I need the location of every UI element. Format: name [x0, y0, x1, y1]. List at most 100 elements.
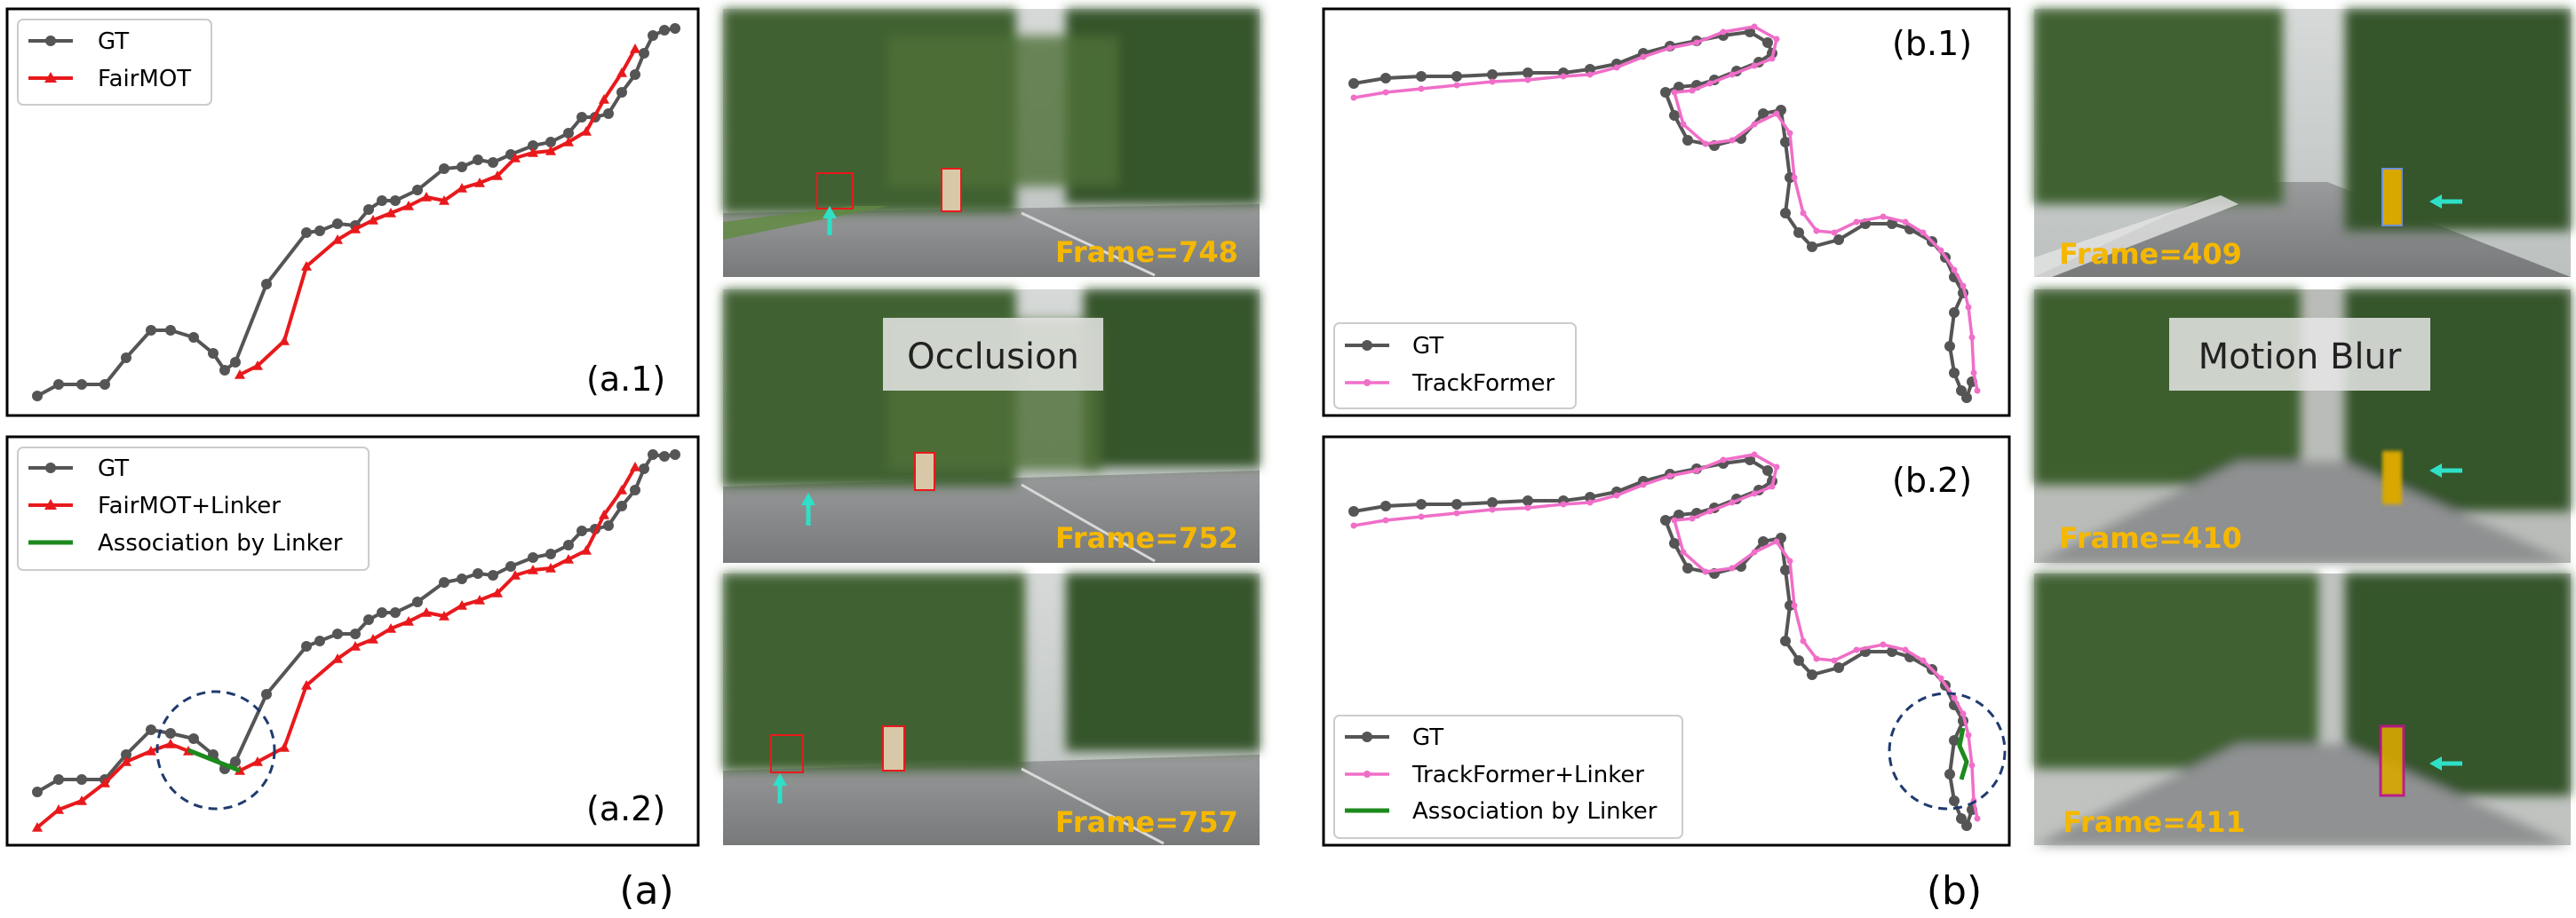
- trajectory-point: [528, 565, 538, 574]
- b2-legend-association: Association by Linker: [1412, 798, 1658, 825]
- trajectory-point: [1949, 307, 1960, 318]
- trajectory-point: [670, 449, 680, 460]
- trajectory-point: [545, 549, 556, 559]
- trajectory-point: [1729, 565, 1736, 572]
- trajectory-point: [599, 94, 609, 104]
- trajectory-point: [1382, 89, 1389, 96]
- trajectory-point: [76, 774, 87, 785]
- trajectory-point: [230, 357, 241, 368]
- trajectory-point: [1831, 657, 1838, 664]
- trajectory-point: [350, 629, 361, 639]
- trajectory-point: [1949, 795, 1960, 806]
- trajectory-point: [301, 261, 312, 271]
- trajectory-point: [603, 108, 614, 119]
- trajectory-point: [301, 680, 312, 690]
- trajectory-point: [1487, 497, 1498, 508]
- trajectory-point: [412, 185, 423, 195]
- trajectory-point: [1751, 549, 1758, 556]
- trajectory-point: [1786, 130, 1793, 137]
- trajectory-point: [603, 520, 614, 531]
- trajectory-point: [1489, 506, 1496, 513]
- trajectory-point: [1780, 636, 1791, 646]
- trajectory-point: [528, 147, 538, 157]
- trajectory-point: [261, 279, 272, 289]
- a1-legend-fairmot: FairMOT: [98, 66, 191, 92]
- trajectory-point: [1974, 387, 1981, 394]
- b1-legend-trackformer: TrackFormer: [1411, 370, 1555, 397]
- trajectory-point: [1751, 62, 1758, 69]
- trajectory-point: [412, 597, 423, 607]
- trajectory-point: [377, 195, 387, 206]
- trajectory-point: [1689, 515, 1696, 522]
- trajectory-point: [1586, 71, 1594, 78]
- trajectory-point: [581, 126, 592, 136]
- trajectory-point: [1780, 137, 1791, 147]
- trajectory-point: [457, 600, 467, 610]
- trajectory-point: [368, 215, 378, 225]
- trajectory-point: [599, 510, 609, 519]
- trajectory-point: [1693, 467, 1700, 474]
- b2-legend-gt: GT: [1412, 724, 1443, 751]
- trajectory-point: [146, 325, 156, 336]
- trajectory-point: [1348, 78, 1359, 89]
- trajectory-point: [261, 689, 272, 700]
- trajectory-point: [1640, 481, 1647, 488]
- trajectory-point: [1965, 732, 1972, 739]
- trajectory-point: [659, 25, 670, 36]
- caption-b: (b): [1927, 868, 1982, 914]
- panel-a1: GT FairMOT (a.1): [5, 7, 700, 417]
- trajectory-point: [488, 157, 498, 168]
- photo-a-748: Frame=748: [723, 9, 1260, 277]
- trajectory-point: [1974, 815, 1981, 822]
- a2-association-segment: [187, 748, 241, 773]
- trajectory-point: [576, 526, 587, 536]
- trajectory-point: [1418, 85, 1425, 92]
- trajectory-point: [1382, 517, 1389, 524]
- trajectory-point: [1640, 53, 1647, 60]
- trajectory-point: [492, 588, 503, 597]
- trajectory-point: [1680, 549, 1687, 556]
- trajectory-point: [76, 379, 87, 390]
- trajectory-point: [1380, 501, 1391, 511]
- trajectory-point: [1758, 536, 1769, 547]
- trajectory-point: [439, 577, 449, 588]
- trajectory-point: [1944, 341, 1955, 352]
- trajectory-point: [1674, 510, 1684, 520]
- trajectory-point: [165, 728, 176, 739]
- trajectory-point: [165, 739, 176, 748]
- a2-legend-fairmot-linker: FairMOT+Linker: [98, 493, 281, 519]
- motion-blur-label: Motion Blur: [2198, 336, 2402, 377]
- trajectory-point: [1920, 657, 1927, 664]
- trajectory-point: [545, 146, 556, 155]
- a1-fairmot-points: [235, 44, 640, 379]
- trajectory-point: [528, 140, 538, 151]
- trajectory-point: [368, 634, 378, 644]
- trajectory-point: [1807, 241, 1817, 252]
- trajectory-point: [1674, 82, 1684, 92]
- a2-fairmot-linker-points: [32, 462, 640, 832]
- trajectory-point: [1800, 210, 1807, 217]
- trajectory-point: [1729, 499, 1736, 506]
- trajectory-point: [1729, 71, 1736, 78]
- photo-a-752: Occlusion Frame=752: [723, 289, 1260, 563]
- trajectory-point: [53, 804, 64, 814]
- trajectory-point: [510, 570, 521, 580]
- trajectory-point: [390, 195, 401, 206]
- panel-a2: GT FairMOT+Linker Association by Linker …: [5, 435, 700, 847]
- a2-legend-association: Association by Linker: [98, 530, 343, 557]
- trajectory-point: [332, 218, 343, 229]
- trajectory-point: [1613, 64, 1620, 71]
- trajectory-point: [616, 87, 627, 98]
- trajectory-point: [350, 641, 361, 651]
- trajectory-point: [1791, 602, 1798, 609]
- trajectory-point: [1813, 655, 1820, 662]
- trajectory-point: [1780, 208, 1791, 218]
- trajectory-point: [1769, 483, 1776, 490]
- trajectory-point: [1833, 662, 1844, 673]
- trajectory-point: [1666, 472, 1674, 479]
- trajectory-point: [492, 170, 503, 180]
- trajectory-point: [1944, 769, 1955, 780]
- trajectory-point: [1418, 513, 1425, 520]
- frame-label-752: Frame=752: [1055, 521, 1238, 555]
- trajectory-point: [1960, 282, 1967, 289]
